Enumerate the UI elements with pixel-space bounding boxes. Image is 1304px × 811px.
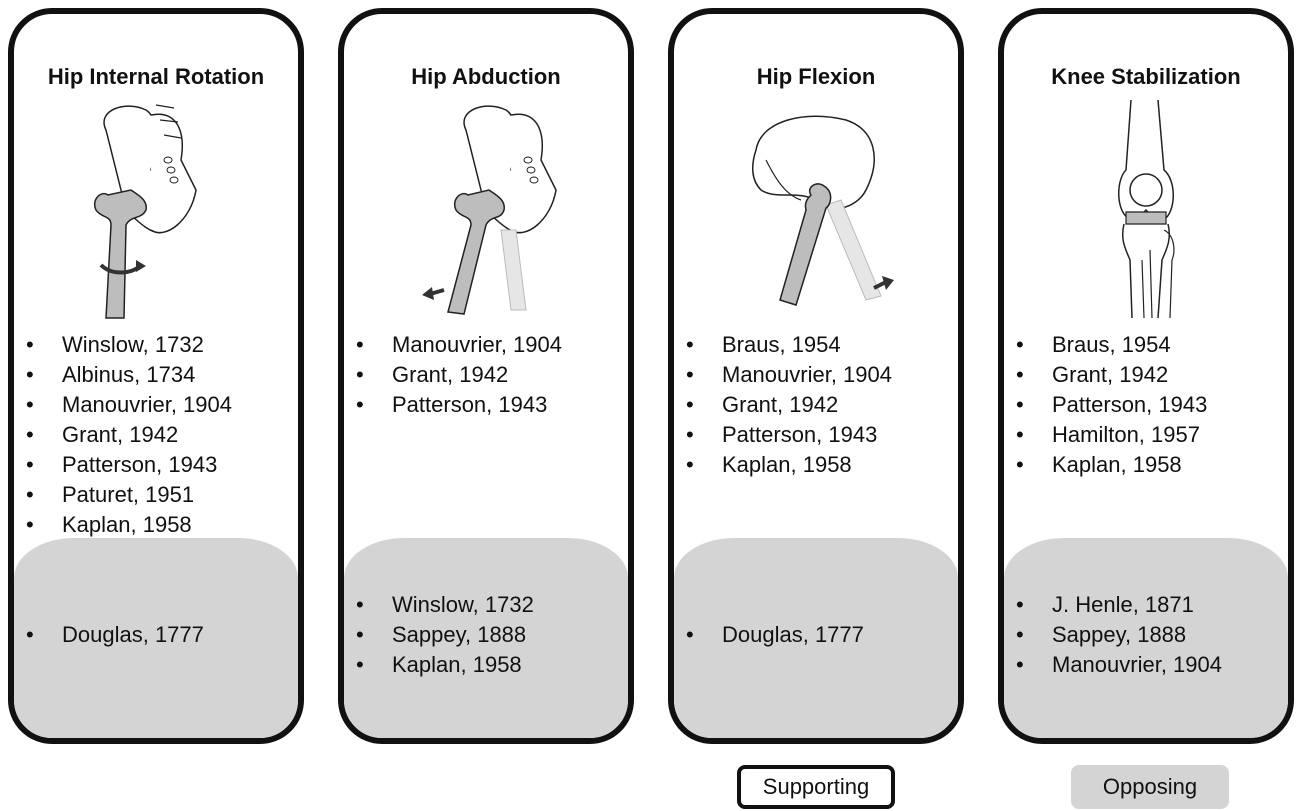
opposing-area: J. Henle, 1871 Sappey, 1888 Manouvrier, … — [1004, 538, 1288, 738]
pelvis-femur-abduction-icon — [422, 105, 557, 315]
legend-opposing: Opposing — [1071, 765, 1229, 809]
list-item: Douglas, 1777 — [26, 620, 298, 650]
pelvis-femur-flexion-icon — [751, 115, 894, 306]
hip-flexion-illustration — [674, 100, 958, 322]
supporting-list: Manouvrier, 1904 Grant, 1942 Patterson, … — [356, 330, 628, 420]
list-item: Sappey, 1888 — [356, 620, 628, 650]
list-item: Albinus, 1734 — [26, 360, 298, 390]
list-item: Hamilton, 1957 — [1016, 420, 1288, 450]
opposing-list: Douglas, 1777 — [686, 620, 958, 650]
panel-hip-abduction: Hip Abduction Manouvrier, 1904 Grant, 19… — [338, 8, 634, 744]
list-item: Braus, 1954 — [1016, 330, 1288, 360]
panel-hip-flexion: Hip Flexion Braus, 1954 Manouvrier, 1904… — [668, 8, 964, 744]
panel-knee-stabilization: Knee Stabilization Braus, 1954 Grant, 19… — [998, 8, 1294, 744]
opposing-list: J. Henle, 1871 Sappey, 1888 Manouvrier, … — [1016, 590, 1288, 680]
list-item: Patterson, 1943 — [686, 420, 958, 450]
list-item: Patterson, 1943 — [1016, 390, 1288, 420]
legend-supporting: Supporting — [737, 765, 895, 809]
supporting-list: Braus, 1954 Manouvrier, 1904 Grant, 1942… — [686, 330, 958, 480]
list-item: Grant, 1942 — [26, 420, 298, 450]
supporting-list: Winslow, 1732 Albinus, 1734 Manouvrier, … — [26, 330, 298, 540]
opposing-area: Douglas, 1777 — [674, 538, 958, 738]
list-item: Douglas, 1777 — [686, 620, 958, 650]
knee-stabilization-illustration — [1004, 100, 1288, 322]
list-item: Patterson, 1943 — [356, 390, 628, 420]
opposing-list: Douglas, 1777 — [26, 620, 298, 650]
list-item: Manouvrier, 1904 — [686, 360, 958, 390]
panel-title: Hip Internal Rotation — [47, 64, 265, 89]
list-item: Kaplan, 1958 — [26, 510, 298, 540]
pelvis-femur-icon — [94, 104, 197, 319]
opposing-list: Winslow, 1732 Sappey, 1888 Kaplan, 1958 — [356, 590, 628, 680]
panel-hip-internal-rotation: Hip Internal Rotation Winslow, 1732 Albi… — [8, 8, 304, 744]
knee-joint-icon — [1118, 100, 1175, 319]
list-item: Grant, 1942 — [686, 390, 958, 420]
list-item: Manouvrier, 1904 — [356, 330, 628, 360]
list-item: Sappey, 1888 — [1016, 620, 1288, 650]
list-item: Paturet, 1951 — [26, 480, 298, 510]
opposing-area: Douglas, 1777 — [14, 538, 298, 738]
list-item: Braus, 1954 — [686, 330, 958, 360]
list-item: Grant, 1942 — [1016, 360, 1288, 390]
panel-title: Knee Stabilization — [1051, 64, 1241, 89]
panel-title: Hip Abduction — [411, 64, 561, 89]
hip-internal-rotation-illustration — [14, 100, 298, 322]
list-item: Winslow, 1732 — [26, 330, 298, 360]
list-item: J. Henle, 1871 — [1016, 590, 1288, 620]
supporting-list: Braus, 1954 Grant, 1942 Patterson, 1943 … — [1016, 330, 1288, 480]
list-item: Grant, 1942 — [356, 360, 628, 390]
list-item: Manouvrier, 1904 — [26, 390, 298, 420]
hip-abduction-illustration — [344, 100, 628, 322]
opposing-area: Winslow, 1732 Sappey, 1888 Kaplan, 1958 — [344, 538, 628, 738]
list-item: Patterson, 1943 — [26, 450, 298, 480]
list-item: Kaplan, 1958 — [1016, 450, 1288, 480]
list-item: Kaplan, 1958 — [686, 450, 958, 480]
list-item: Winslow, 1732 — [356, 590, 628, 620]
list-item: Kaplan, 1958 — [356, 650, 628, 680]
panel-title: Hip Flexion — [756, 64, 876, 89]
list-item: Manouvrier, 1904 — [1016, 650, 1288, 680]
